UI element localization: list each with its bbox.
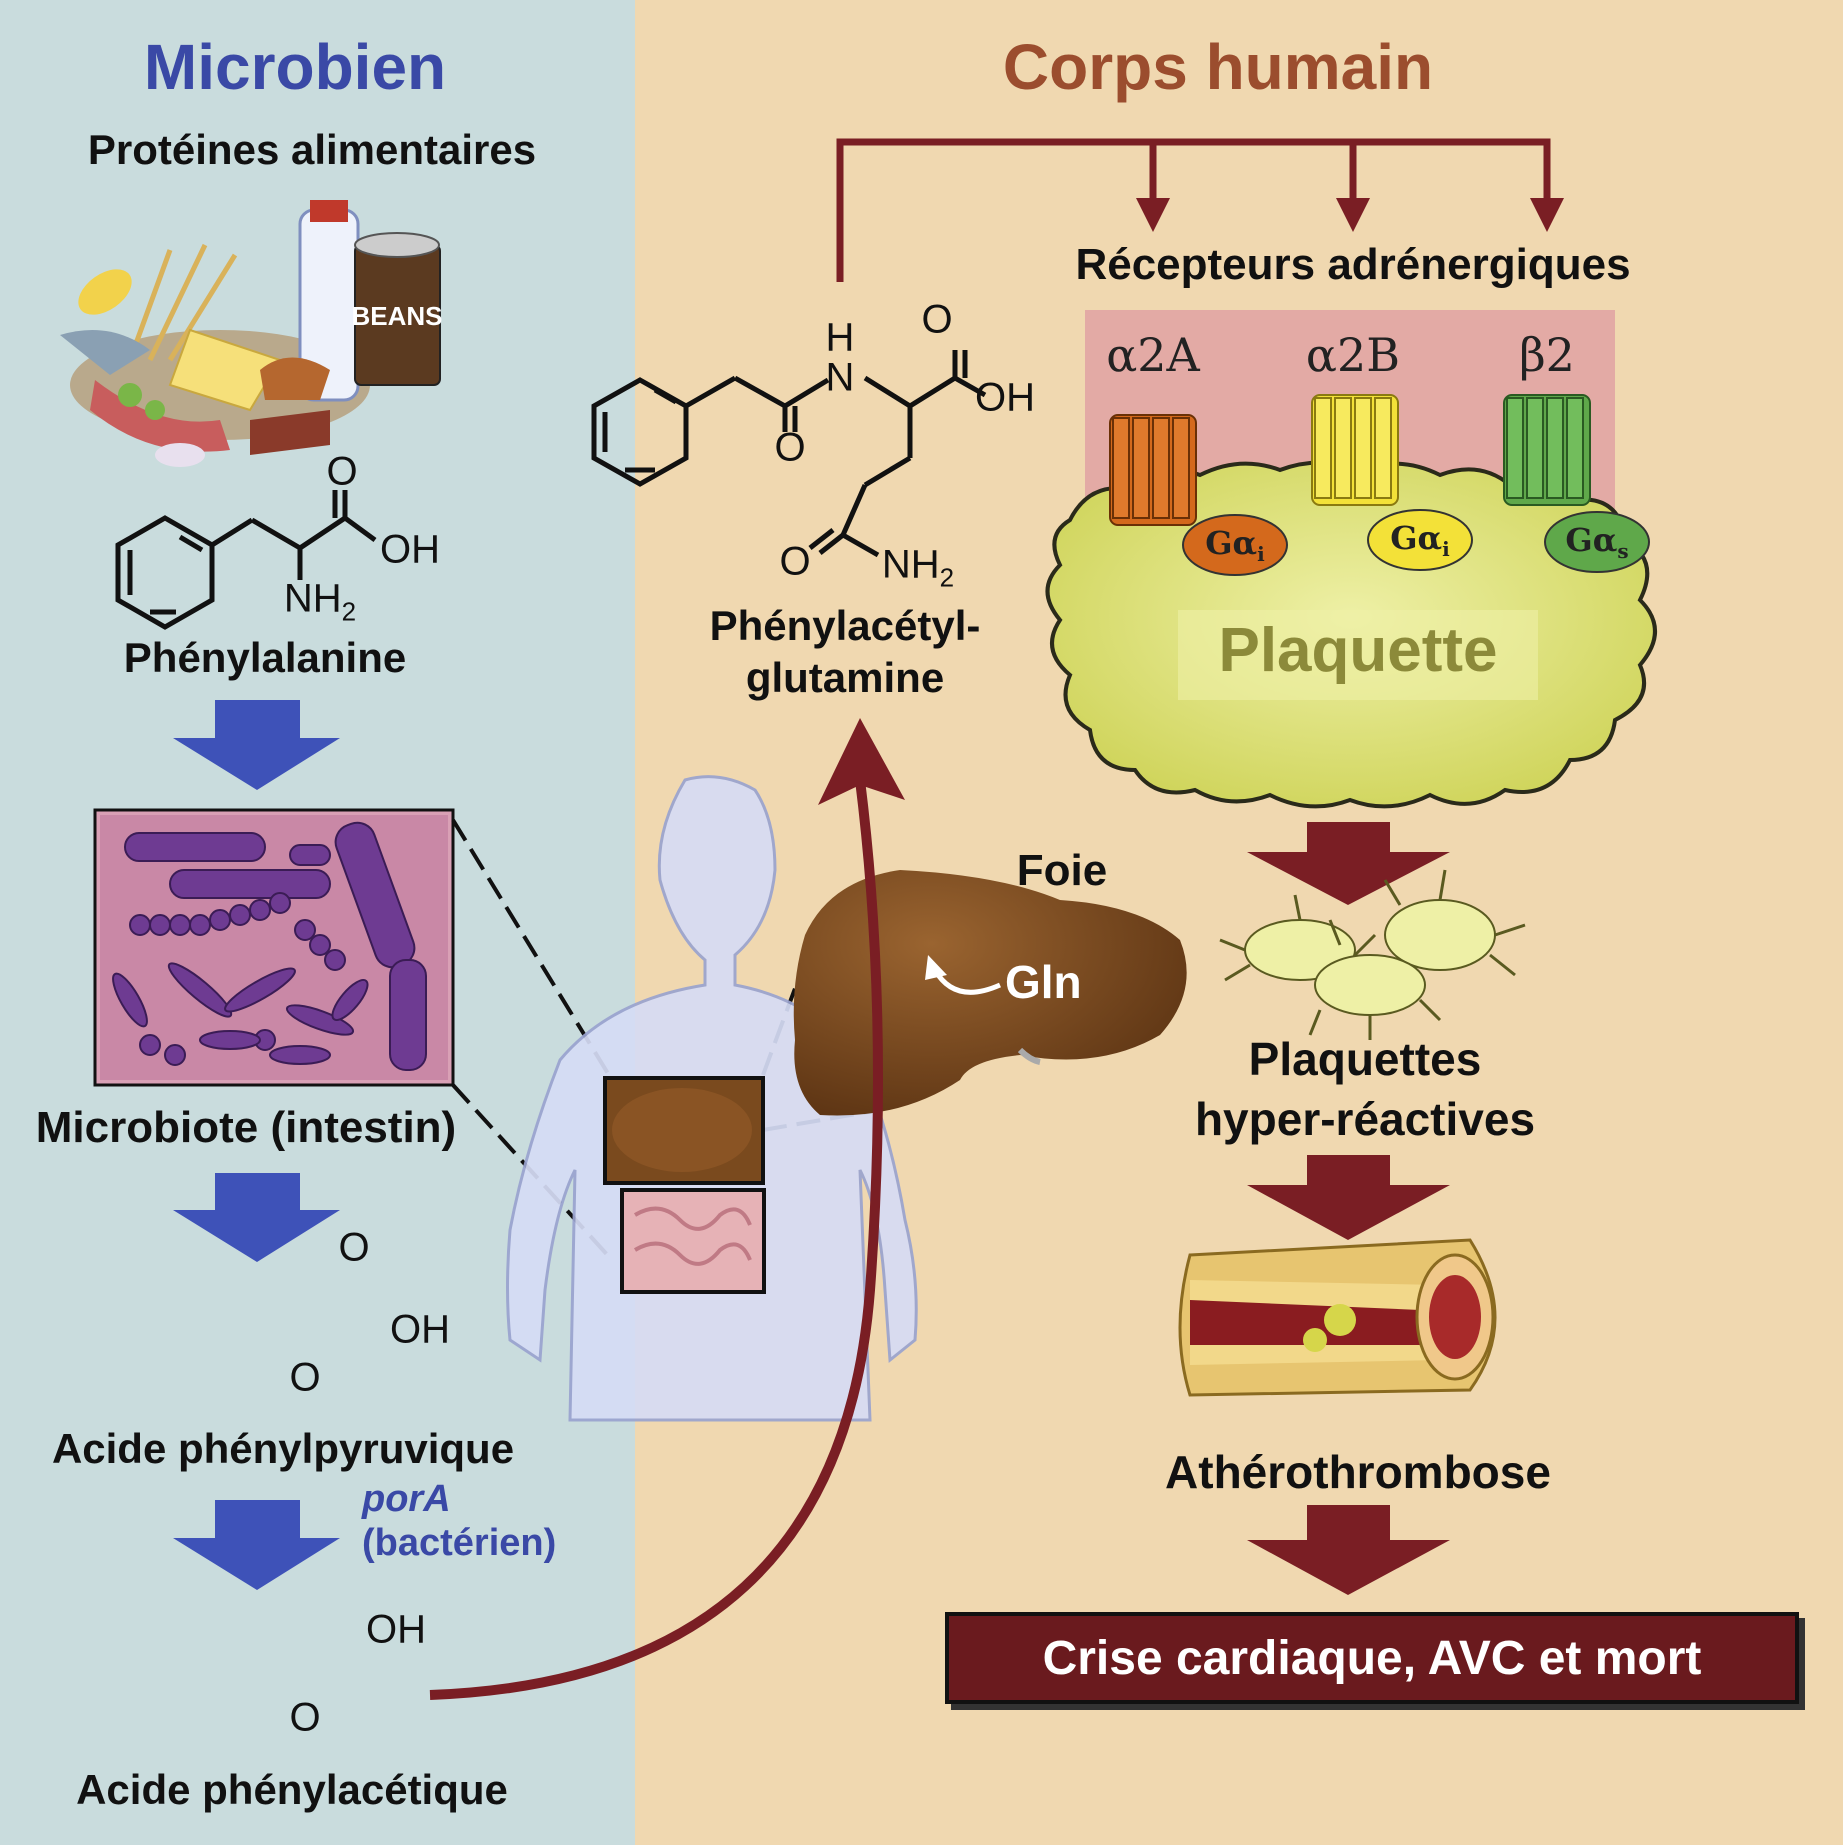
pag-nh2: NH2 xyxy=(881,542,955,593)
arrow-athero-to-outcome xyxy=(1247,1505,1450,1595)
intestine-inset xyxy=(620,1188,766,1294)
pag-label-line2: glutamine xyxy=(745,654,945,701)
microbiota-panel xyxy=(93,808,455,1087)
atherothrombosis-label: Athérothrombose xyxy=(1165,1446,1551,1498)
pag-structure xyxy=(591,350,987,558)
receptor-alpha2b xyxy=(1311,394,1399,506)
arrow-phe-to-microbiota xyxy=(173,700,340,790)
receptor-label-alpha2b: α2B xyxy=(1305,328,1401,382)
arrow-hyper-to-athero xyxy=(1247,1155,1450,1240)
phe-carbonyl-o: O xyxy=(326,449,358,494)
g-protein-label-1: Gαi xyxy=(1205,523,1265,567)
platelet-label-bg xyxy=(1178,610,1538,700)
liver-illustration xyxy=(793,870,1187,1116)
phenylalanine-label: Phénylalanine xyxy=(123,634,407,681)
receptor-beta2 xyxy=(1503,394,1591,506)
ppa-o-top: O xyxy=(338,1225,370,1270)
pora-gene-name: porA xyxy=(362,1478,451,1520)
phe-nh2: NH2 xyxy=(283,576,357,627)
g-protein-alpha-s xyxy=(1544,511,1650,573)
pag-acid-o: O xyxy=(921,297,953,342)
pag-n: N xyxy=(825,355,855,400)
human-body-illustration xyxy=(506,775,918,1422)
pag-side-o: O xyxy=(779,539,811,584)
receptor-label-beta2: β2 xyxy=(1519,328,1575,382)
adrenergic-receptors-title: Récepteurs adrénergiques xyxy=(1075,240,1631,289)
dietary-proteins-label: Protéines alimentaires xyxy=(87,126,537,173)
hyper-reactive-label-line1: Plaquettes xyxy=(1248,1033,1482,1085)
microbiota-label: Microbiote (intestin) xyxy=(35,1103,457,1152)
human-panel-title: Corps humain xyxy=(1002,31,1434,103)
pora-source: (bactérien) xyxy=(362,1521,557,1564)
liver-label: Foie xyxy=(1016,846,1108,895)
pag-h: H xyxy=(825,315,855,360)
phe-oh: OH xyxy=(380,527,440,572)
outcome-label: Crise cardiaque, AVC et mort xyxy=(1042,1631,1702,1685)
g-protein-label-3: Gαs xyxy=(1565,520,1629,564)
platelet-label: Plaquette xyxy=(1218,616,1498,685)
pag-oh: OH xyxy=(975,375,1035,420)
pora-gene-label: porA (bactérien) xyxy=(362,1478,556,1565)
receptor-alpha2a xyxy=(1109,414,1197,526)
gln-label: Gln xyxy=(1005,956,1082,1008)
pag-to-receptors-connector xyxy=(836,138,1551,282)
outcome-box: Crise cardiaque, AVC et mort xyxy=(945,1612,1799,1704)
microbial-panel-title: Microbien xyxy=(143,31,447,103)
paa-o: O xyxy=(289,1695,321,1740)
g-protein-alpha-i-2 xyxy=(1367,509,1473,571)
phenylacetic-acid-label: Acide phénylacétique xyxy=(76,1766,508,1813)
ppa-o-bottom: O xyxy=(289,1355,321,1400)
phenylpyruvic-acid-label: Acide phénylpyruvique xyxy=(51,1425,515,1472)
pag-label-line1: Phénylacétyl- xyxy=(709,602,981,649)
arrow-platelet-to-hyper xyxy=(1247,822,1450,905)
dietary-proteins-illustration: BEANS xyxy=(60,200,443,467)
ppa-oh: OH xyxy=(390,1307,450,1352)
arrow-ppa-to-paa xyxy=(173,1500,340,1590)
phenylalanine-structure xyxy=(115,490,377,630)
paa-oh: OH xyxy=(366,1607,426,1652)
beans-can-label: BEANS xyxy=(351,301,442,331)
hyper-reactive-label-line2: hyper-réactives xyxy=(1194,1093,1536,1145)
hyper-reactive-platelets xyxy=(1219,869,1526,1040)
g-protein-alpha-i-1 xyxy=(1182,514,1288,576)
artery-illustration xyxy=(1178,1238,1497,1397)
paa-to-pag-arrow xyxy=(429,779,883,1700)
pag-amide-o: O xyxy=(774,425,806,470)
g-protein-label-2: Gαi xyxy=(1390,518,1450,562)
arrow-microbiota-to-ppa xyxy=(173,1173,340,1262)
receptor-label-alpha2a: α2A xyxy=(1106,328,1200,382)
